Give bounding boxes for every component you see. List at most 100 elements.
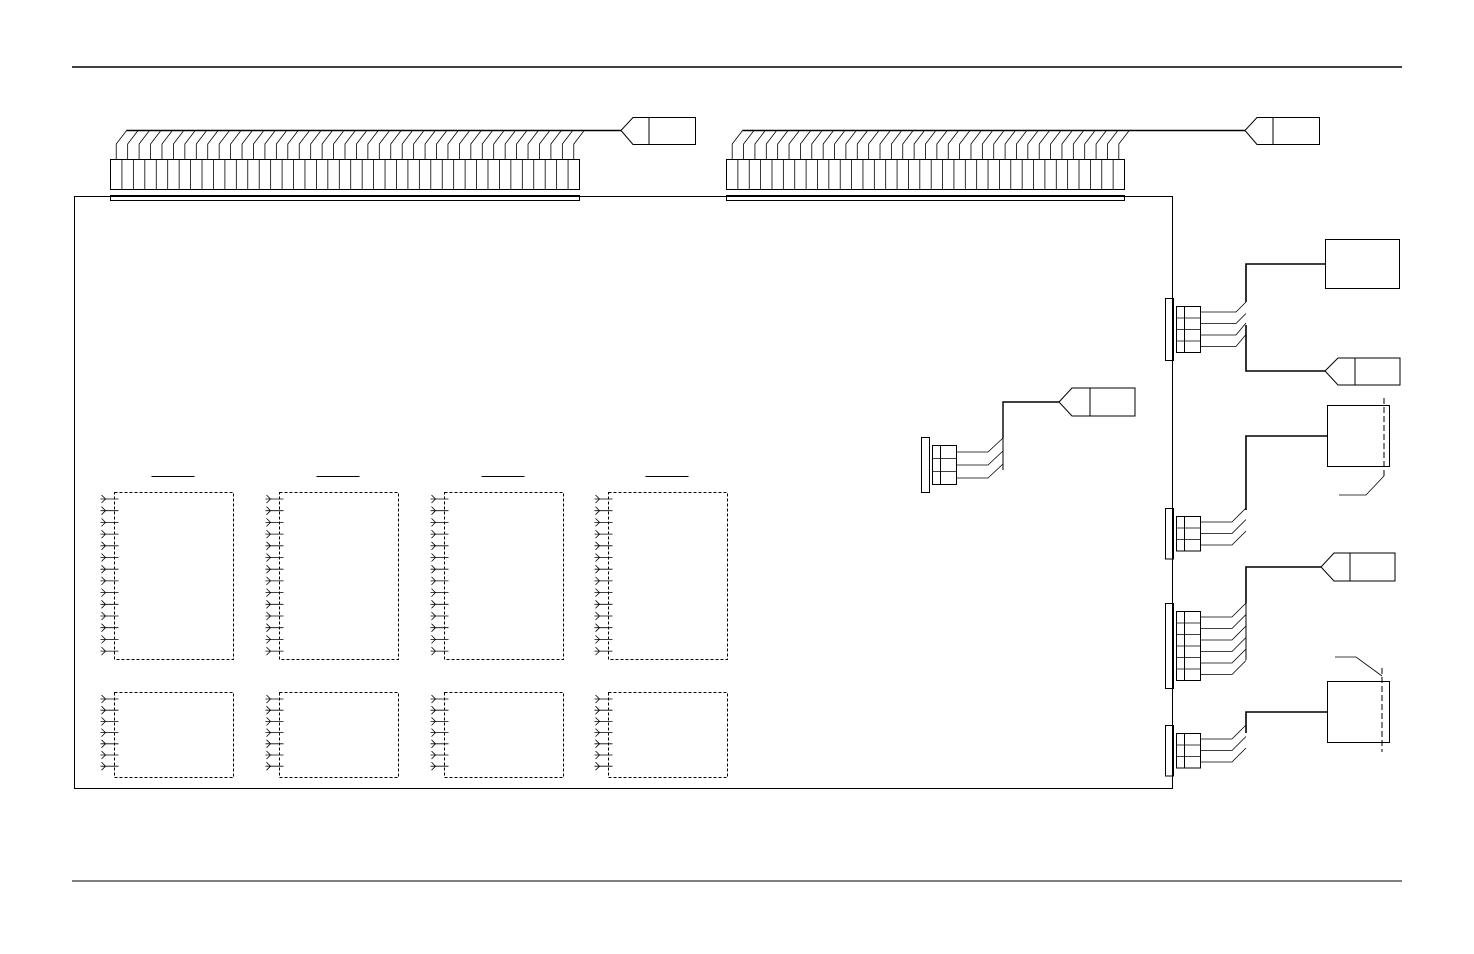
pin-wire bbox=[1118, 130, 1130, 159]
pin-contact bbox=[431, 750, 437, 760]
dashed-module bbox=[430, 692, 564, 778]
pin-contact bbox=[431, 506, 437, 515]
pin-contact bbox=[431, 694, 437, 704]
pin-contact bbox=[266, 611, 272, 621]
pin-wire bbox=[264, 130, 276, 159]
pin-wire bbox=[527, 130, 539, 159]
pin-contact bbox=[101, 728, 107, 737]
pin-contact bbox=[431, 494, 437, 504]
dashed-module bbox=[594, 692, 728, 778]
pin-wire bbox=[1200, 625, 1247, 641]
pin-wire bbox=[115, 130, 127, 159]
pin-wire bbox=[765, 130, 777, 159]
j-right-3-connector bbox=[1165, 552, 1396, 689]
pin-contact bbox=[101, 739, 107, 749]
pin-contact bbox=[266, 518, 272, 527]
pin-contact bbox=[431, 635, 437, 644]
pin-wire bbox=[1200, 747, 1247, 763]
pin-wire bbox=[1095, 130, 1107, 159]
connector-rail bbox=[1165, 508, 1174, 560]
pin-wire bbox=[868, 130, 879, 159]
module-outline bbox=[444, 492, 564, 660]
pin-wire bbox=[344, 130, 356, 159]
pin-wire bbox=[1050, 130, 1061, 159]
pin-wire bbox=[230, 130, 241, 159]
pin-wire bbox=[902, 130, 914, 159]
harness-trunk bbox=[1002, 401, 1059, 438]
pin-wire bbox=[956, 463, 1004, 479]
pin-wire bbox=[390, 130, 402, 159]
pin-wire bbox=[481, 130, 493, 159]
pin-wire bbox=[1200, 507, 1247, 523]
pin-contact bbox=[101, 611, 107, 621]
pin-wire bbox=[959, 130, 970, 159]
pin-wire bbox=[1200, 301, 1247, 313]
pin-wire bbox=[890, 130, 902, 159]
pin-wire bbox=[970, 130, 982, 159]
pin-wire bbox=[1200, 530, 1247, 546]
pin-contact bbox=[101, 694, 107, 704]
connector-rail bbox=[110, 195, 580, 201]
pin-contact bbox=[595, 541, 601, 551]
pin-contact bbox=[101, 717, 107, 726]
pin-contact bbox=[595, 564, 601, 574]
pin-wire bbox=[1200, 602, 1247, 618]
pin-contact bbox=[266, 564, 272, 574]
module-outline bbox=[114, 492, 234, 660]
pin-contact bbox=[431, 623, 437, 632]
pin-wire bbox=[561, 130, 573, 159]
pin-contact bbox=[431, 646, 437, 656]
pin-contact bbox=[595, 494, 601, 504]
pin-contact bbox=[266, 750, 272, 760]
pin-contact bbox=[266, 717, 272, 726]
pin-wire bbox=[1027, 130, 1039, 159]
connector-tag bbox=[1244, 117, 1320, 145]
connector-body bbox=[1176, 733, 1201, 769]
pin-contact bbox=[101, 646, 107, 656]
harness-trunk bbox=[1245, 566, 1321, 603]
harness-trunk bbox=[1245, 263, 1325, 302]
pin-wire bbox=[1200, 648, 1247, 664]
pin-wire bbox=[413, 130, 424, 159]
dashed-module bbox=[430, 492, 564, 660]
pin-wire bbox=[573, 130, 585, 159]
module-outline bbox=[444, 692, 564, 778]
pin-wire bbox=[241, 130, 253, 159]
pin-contact bbox=[595, 576, 601, 586]
pin-contact bbox=[595, 506, 601, 515]
pin-contact bbox=[595, 646, 601, 656]
pin-wire bbox=[925, 130, 936, 159]
pin-wire bbox=[184, 130, 196, 159]
pin-wire bbox=[275, 130, 287, 159]
harness-trunk bbox=[1245, 325, 1325, 372]
pin-contact bbox=[101, 576, 107, 586]
module-outline bbox=[114, 692, 234, 778]
pin-contact bbox=[266, 646, 272, 656]
pin-contact bbox=[266, 553, 272, 562]
pin-contact bbox=[101, 518, 107, 527]
pin-contact bbox=[266, 588, 272, 597]
pin-wire bbox=[1084, 130, 1096, 159]
pin-wire bbox=[1200, 519, 1247, 534]
pin-wire bbox=[150, 130, 161, 159]
pin-contact bbox=[266, 761, 272, 771]
connector-tag bbox=[620, 117, 696, 145]
pin-wire bbox=[993, 130, 1005, 159]
pin-contact bbox=[595, 529, 601, 539]
pin-wire bbox=[822, 130, 834, 159]
module-outline bbox=[279, 492, 399, 660]
pin-contact bbox=[431, 600, 437, 609]
connector-body bbox=[1176, 516, 1201, 552]
pin-wire bbox=[1200, 322, 1247, 336]
pin-contact bbox=[101, 600, 107, 609]
pin-wire bbox=[401, 130, 413, 159]
pin-wire bbox=[253, 130, 264, 159]
pin-wire bbox=[127, 130, 138, 159]
pin-contact bbox=[431, 717, 437, 726]
pin-contact bbox=[266, 541, 272, 551]
pin-contact bbox=[431, 705, 437, 715]
connector-body bbox=[726, 159, 1125, 190]
pin-contact bbox=[101, 623, 107, 632]
leader-line bbox=[1335, 656, 1383, 677]
